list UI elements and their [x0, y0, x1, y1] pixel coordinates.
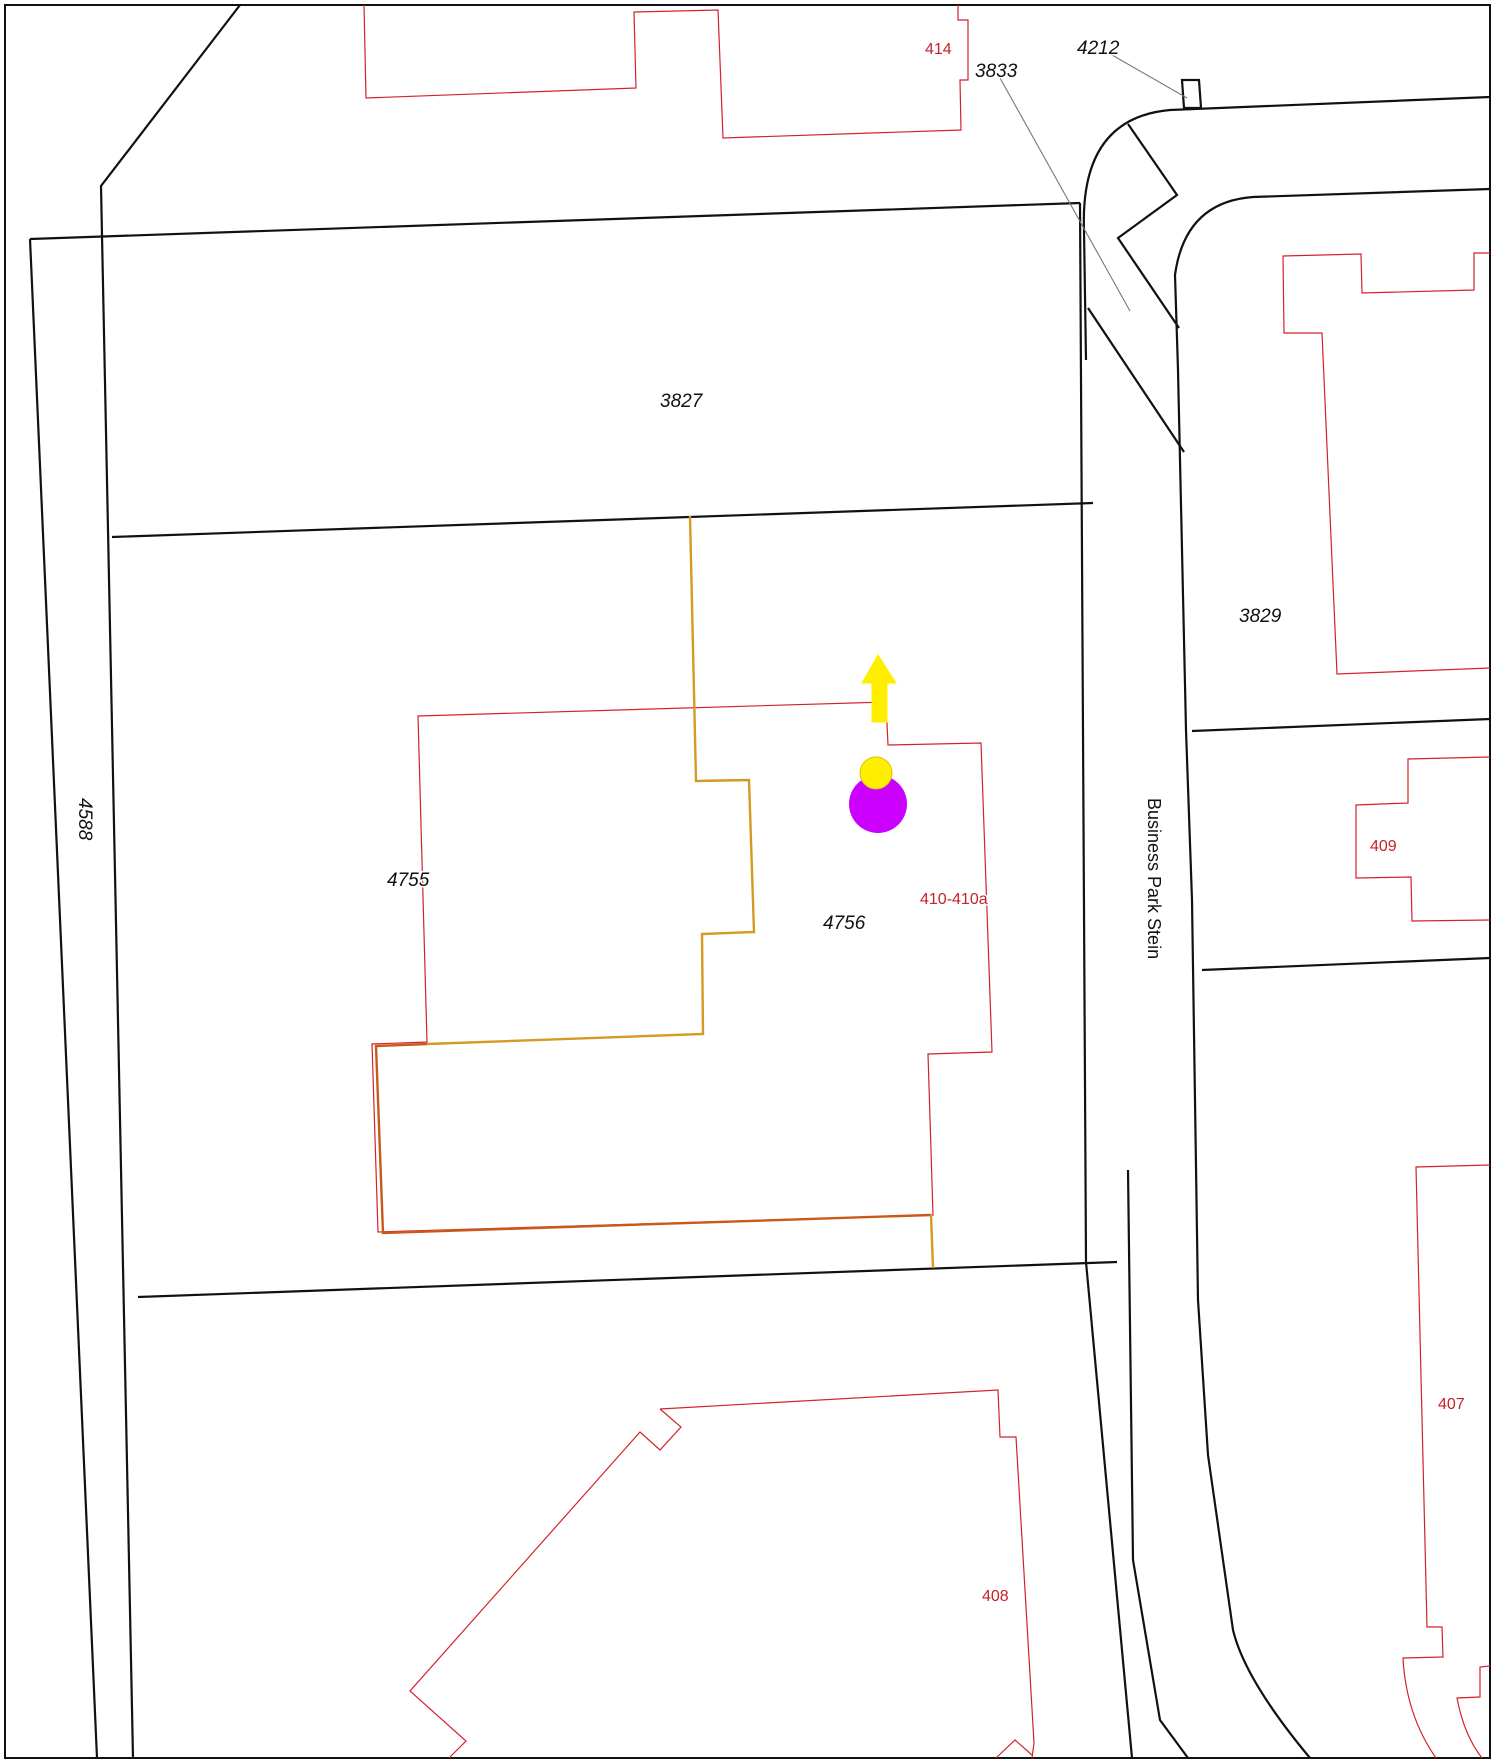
selection-boundary-south	[374, 1042, 932, 1235]
parcel-label-4755: 4755	[387, 870, 430, 891]
building-408-outline	[659, 1389, 1035, 1759]
parcel-label-4212: 4212	[1077, 38, 1120, 59]
building-label-410: 410-410a	[920, 891, 988, 908]
selection-boundary-east	[929, 1214, 935, 1269]
building-north-east-outline	[1282, 252, 1491, 675]
parcel-409-bottom-line	[1201, 956, 1491, 972]
parcel-top-line	[29, 201, 1081, 241]
building-410-outline	[371, 701, 993, 1233]
location-marker-icon[interactable]	[849, 756, 907, 833]
building-408-south-detail	[995, 1739, 1033, 1759]
street-east-boundary	[1082, 95, 1491, 361]
west-parcel-edge	[28, 238, 99, 1759]
parcel-label-4588: 4588	[74, 798, 95, 841]
building-outlines	[363, 4, 1491, 1759]
parcel-labels: 3833 4212 3827 3829 4755 4756 4588	[73, 37, 1284, 936]
leader-4212	[1111, 54, 1188, 99]
street-inner-curve	[1173, 187, 1491, 1759]
map-frame	[4, 4, 1491, 1759]
parcel-label-3827: 3827	[660, 391, 704, 412]
building-label-409: 409	[1370, 838, 1397, 855]
marker-primary-circle[interactable]	[849, 775, 907, 833]
building-414-outline	[363, 4, 969, 139]
building-label-408: 408	[982, 1588, 1009, 1605]
street-corner-detail	[1116, 123, 1180, 329]
western-road-boundary	[99, 4, 241, 1759]
parcel-label-3829: 3829	[1239, 606, 1282, 627]
parcel-label-4756: 4756	[823, 913, 866, 934]
building-407-corner-outline	[1456, 1665, 1491, 1759]
parcel-boundaries	[28, 4, 1491, 1759]
street-outer-curve	[1126, 1169, 1189, 1759]
building-labels: 414 409 410-410a 407 408	[919, 40, 1467, 1607]
north-arrow-shape	[861, 654, 897, 723]
parcel-4756-bottom-line	[137, 1260, 1118, 1299]
building-label-407: 407	[1438, 1396, 1465, 1413]
building-407-outline	[1402, 1164, 1491, 1759]
selected-parcel-highlight	[374, 515, 935, 1269]
street-west-boundary	[1078, 202, 1134, 1759]
north-arrow-icon	[861, 654, 897, 723]
marker-secondary-circle[interactable]	[859, 756, 893, 790]
selection-boundary-orange	[426, 515, 756, 1046]
parcel-3827-bottom-line	[111, 501, 1094, 539]
building-label-414: 414	[925, 41, 952, 58]
small-post-outline	[1180, 78, 1203, 110]
street-label-business-park: Business Park Stein	[1144, 798, 1164, 959]
street-labels: Business Park Stein	[1144, 798, 1164, 959]
building-408-west-outline	[409, 1408, 682, 1759]
building-409-outline	[1355, 756, 1491, 922]
parcel-label-3833: 3833	[975, 61, 1018, 82]
leader-3833	[999, 77, 1131, 312]
street-diagonal-divider	[1087, 307, 1185, 453]
parcel-3829-bottom-line	[1191, 717, 1491, 733]
leader-lines	[999, 54, 1188, 312]
